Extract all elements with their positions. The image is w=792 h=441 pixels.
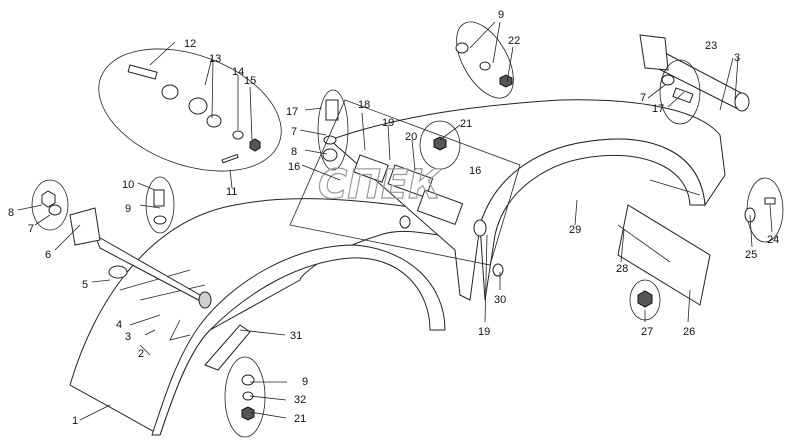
callout-9a: 9 — [125, 203, 131, 215]
detail-group-9-22 — [455, 21, 514, 99]
callout-7b: 7 — [291, 126, 297, 138]
callout-17b: 17 — [652, 103, 664, 115]
right-fender — [329, 99, 726, 301]
callout-3: 3 — [125, 331, 131, 343]
detail-group-17-8 — [317, 89, 349, 171]
callout-16a: 16 — [288, 161, 300, 173]
watermark-text: СПЕК — [318, 162, 443, 208]
callout-15: 15 — [244, 75, 256, 87]
callout-labels: 1 2 3 4 5 6 7 8 9 10 11 12 13 14 15 17 7… — [8, 9, 779, 427]
callout-7c: 7 — [640, 92, 646, 104]
bracket — [204, 324, 251, 371]
callout-31: 31 — [290, 330, 302, 342]
callout-30: 30 — [494, 294, 506, 306]
left-stay-assembly — [69, 207, 212, 341]
callout-27: 27 — [641, 326, 653, 338]
callout-19a: 19 — [382, 117, 394, 129]
mount-plate-detail — [289, 99, 521, 277]
callout-25: 25 — [745, 249, 757, 261]
callout-20: 20 — [405, 131, 417, 143]
callout-5: 5 — [82, 279, 88, 291]
callout-28: 28 — [616, 263, 628, 275]
detail-group-9-32-21 — [224, 356, 266, 438]
callout-8b: 8 — [291, 146, 297, 158]
callout-32: 32 — [294, 394, 306, 406]
callout-9b: 9 — [498, 9, 504, 21]
callout-19b: 19 — [478, 326, 490, 338]
callout-6: 6 — [45, 249, 51, 261]
detail-group-7-17 — [659, 59, 701, 125]
leader-lines — [17, 21, 773, 421]
mudflap — [617, 204, 711, 306]
detail-group-8-10 — [31, 176, 175, 234]
callout-21a: 21 — [460, 118, 472, 130]
detail-group-12-15 — [98, 48, 282, 172]
callout-23: 23 — [705, 40, 717, 52]
callout-29: 29 — [569, 224, 581, 236]
callout-16b: 16 — [469, 165, 481, 177]
callout-12: 12 — [184, 38, 196, 50]
callout-17a: 17 — [286, 106, 298, 118]
callout-21b: 21 — [294, 413, 306, 425]
left-fender — [69, 198, 471, 436]
callout-8a: 8 — [8, 207, 14, 219]
callout-4: 4 — [116, 319, 122, 331]
callout-14: 14 — [232, 66, 244, 78]
callout-18: 18 — [358, 99, 370, 111]
callout-11: 11 — [226, 186, 237, 198]
detail-group-21 — [419, 120, 461, 170]
callout-9c: 9 — [302, 376, 308, 388]
callout-10: 10 — [122, 179, 134, 191]
callout-3b: 3 — [734, 52, 740, 64]
callout-1: 1 — [72, 415, 78, 427]
right-stay-tube — [639, 34, 750, 112]
callout-26: 26 — [683, 326, 695, 338]
callout-22: 22 — [508, 35, 520, 47]
callout-2: 2 — [138, 348, 144, 360]
callout-7a: 7 — [28, 223, 34, 235]
callout-13: 13 — [209, 53, 221, 65]
callout-24: 24 — [767, 234, 779, 246]
